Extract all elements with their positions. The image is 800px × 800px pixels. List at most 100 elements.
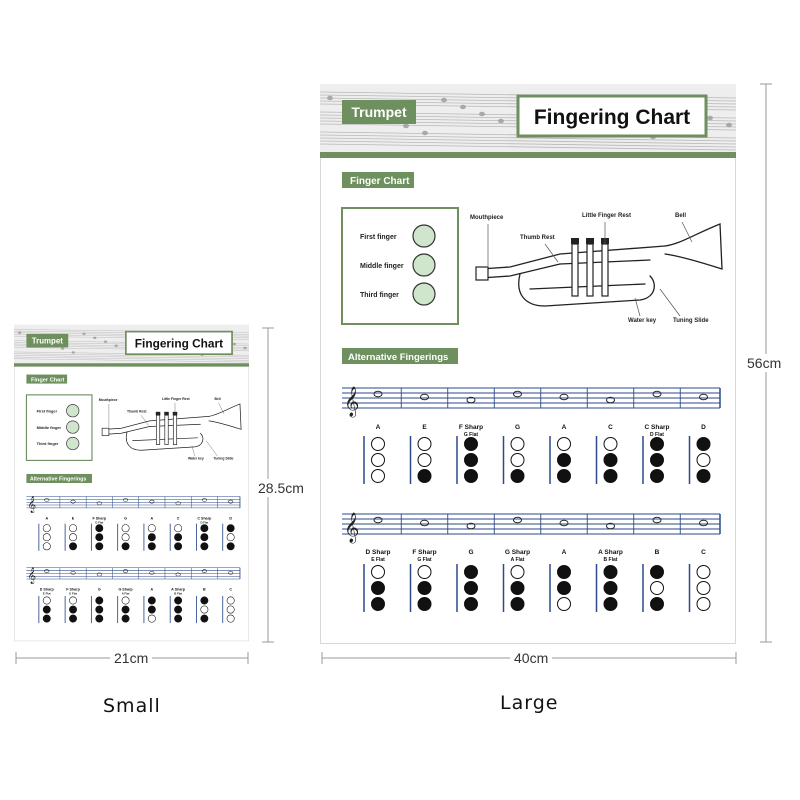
note-name: A [151, 587, 154, 591]
valve-indicator [510, 565, 525, 579]
mouthpiece-shape [475, 266, 489, 281]
note-name: G [515, 424, 520, 431]
note-subname: B Flat [174, 591, 182, 595]
note-name: C [229, 587, 232, 591]
part-label: Thumb Rest [520, 235, 555, 241]
part-label: Water key [628, 318, 657, 324]
valve-indicator [200, 605, 209, 614]
treble-clef: 𝄞 [28, 496, 37, 513]
header-staff-line [14, 358, 249, 363]
valve-button [155, 411, 161, 416]
valve-indicator [557, 437, 571, 451]
valve-indicator [603, 581, 618, 595]
valve-indicator [147, 596, 156, 605]
valve-indicator [650, 469, 664, 483]
alt-label-bg [26, 473, 92, 483]
finger-circle [412, 282, 436, 306]
valve-indicator [121, 533, 130, 542]
valve-indicator [650, 437, 664, 451]
part-label: Mouthpiece [470, 215, 504, 221]
valve-indicator [603, 565, 618, 579]
alt-fingerings-label: Alternative Fingerings [348, 352, 448, 363]
staff-note [420, 393, 429, 401]
note-name: C [608, 424, 613, 431]
note-name: C Sharp [197, 517, 212, 521]
part-label: Little Finger Rest [162, 397, 190, 401]
part-leader-line [544, 243, 559, 263]
valve-indicator [200, 542, 209, 551]
valve-indicator [510, 437, 525, 451]
header-staff-line [320, 134, 736, 142]
valve-indicator [42, 596, 51, 605]
staff-note [228, 570, 234, 575]
valve-indicator [69, 542, 77, 551]
header-green-bar [320, 152, 736, 158]
part-label: Little Finger Rest [582, 213, 631, 219]
staff-note [96, 501, 102, 506]
valve-indicator [95, 524, 104, 533]
valve-indicator [174, 596, 183, 605]
valve-indicator [603, 437, 618, 451]
note-name: G Sharp [505, 549, 530, 556]
header-note [232, 342, 237, 346]
part-leader-line [681, 221, 693, 243]
valve-indicator [174, 614, 183, 623]
header-note [726, 122, 732, 128]
valve-indicator [371, 581, 385, 595]
note-name: A Sharp [171, 587, 186, 591]
finger-label: Middle finger [37, 425, 62, 430]
finger-chart-label-bg [342, 172, 414, 188]
note-subname: D Flat [200, 521, 208, 525]
note-name: A [376, 424, 381, 431]
valve-indicator [371, 437, 385, 451]
valve-indicator [95, 596, 104, 605]
mouthpiece-shape [101, 427, 110, 436]
trumpet-outline [518, 273, 655, 307]
header-note [71, 351, 76, 354]
staff-note [175, 572, 181, 577]
valve-casing [164, 414, 169, 445]
finger-label: Third finger [37, 441, 59, 446]
header-note [103, 340, 108, 344]
finger-label: First finger [360, 234, 397, 241]
large-label: Large [500, 692, 559, 714]
header-note [479, 111, 485, 117]
note-name: D Sharp [40, 587, 55, 591]
note-subname: G Flat [69, 591, 77, 595]
note-subname: D Flat [650, 432, 664, 438]
trumpet-outline [479, 245, 666, 270]
valve-indicator [371, 453, 385, 467]
valve-indicator [557, 597, 571, 611]
trumpet-badge-text: Trumpet [351, 104, 407, 120]
note-subname: E Flat [43, 591, 51, 595]
trumpet-outline [104, 426, 150, 435]
small-height-label: 28.5cm [256, 479, 306, 497]
trumpet-badge [342, 100, 416, 124]
staff-note [44, 569, 50, 573]
note-name: D [701, 424, 706, 431]
note-subname: G Flat [95, 521, 103, 525]
part-label: Tuning Slide [213, 456, 233, 460]
staff-note [466, 396, 476, 404]
valve-indicator [121, 614, 130, 623]
valve-indicator [147, 524, 156, 533]
valve-indicator [603, 469, 618, 483]
note-subname: E Flat [371, 557, 385, 563]
valve-indicator [557, 469, 571, 483]
header-note [498, 118, 504, 124]
note-name: A [45, 517, 48, 521]
trumpet-outline [208, 403, 242, 430]
valve-indicator [121, 605, 130, 614]
valve-indicator [121, 596, 130, 605]
valve-indicator [226, 524, 235, 533]
header-staff-line [14, 356, 249, 361]
valve-indicator [200, 524, 209, 533]
staff-note [70, 570, 76, 575]
trumpet-outline [479, 263, 561, 279]
header-note [243, 346, 247, 350]
valve-indicator [226, 533, 235, 542]
